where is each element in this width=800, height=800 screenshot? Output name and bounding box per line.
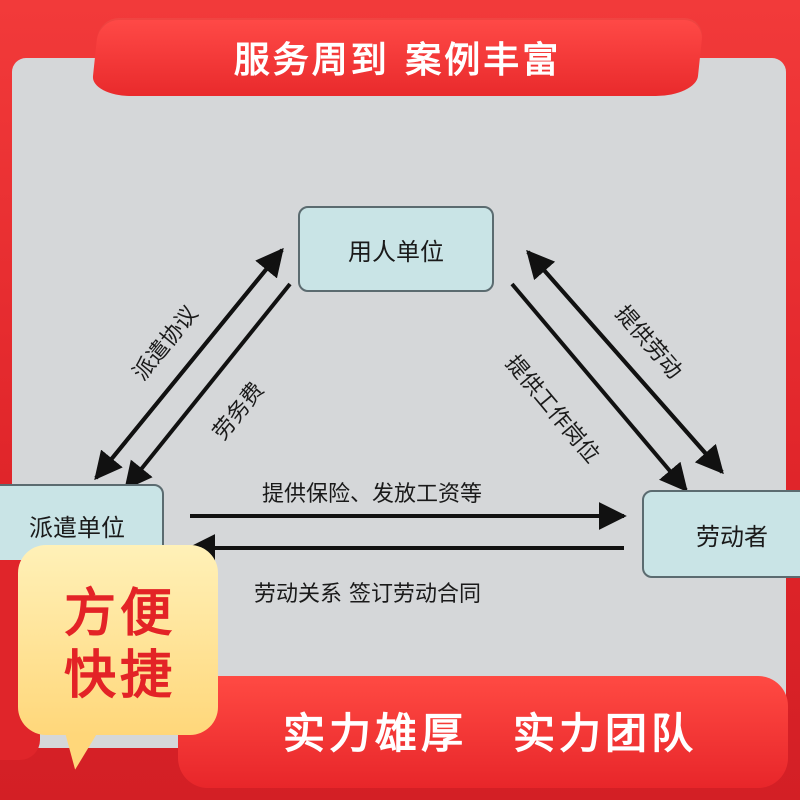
badge-line-1: 方便 <box>63 584 176 644</box>
bottom-banner <box>178 676 788 788</box>
badge-text: 方便 快捷 <box>40 575 200 715</box>
top-banner-title: 服务周到 案例丰富 <box>233 40 562 81</box>
edge-label-labor-contract: 劳动关系 签订劳动合同 <box>254 582 481 607</box>
bottom-banner-text: 实力雄厚 实力团队 <box>190 680 790 780</box>
edge-label-insurance-wages: 提供保险、发放工资等 <box>262 482 483 507</box>
convenience-badge <box>18 545 218 735</box>
arrow-labor-fee <box>124 282 292 491</box>
node-employer-label: 用人单位 <box>348 237 444 266</box>
bottom-slogan-right: 实力团队 <box>513 708 698 758</box>
node-worker-label: 劳动者 <box>696 522 768 551</box>
arrow-provide-labor-back <box>526 250 724 475</box>
arrow-provide-job <box>510 282 688 493</box>
arrow-dispatch-agreement-back <box>94 248 284 481</box>
node-employer: 用人单位 <box>298 206 494 292</box>
node-worker: 劳动者 <box>642 490 800 578</box>
badge-line-2: 快捷 <box>63 646 176 706</box>
bottom-slogan-left: 实力雄厚 <box>282 708 467 758</box>
node-dispatch-unit-label: 派遣单位 <box>29 513 125 542</box>
